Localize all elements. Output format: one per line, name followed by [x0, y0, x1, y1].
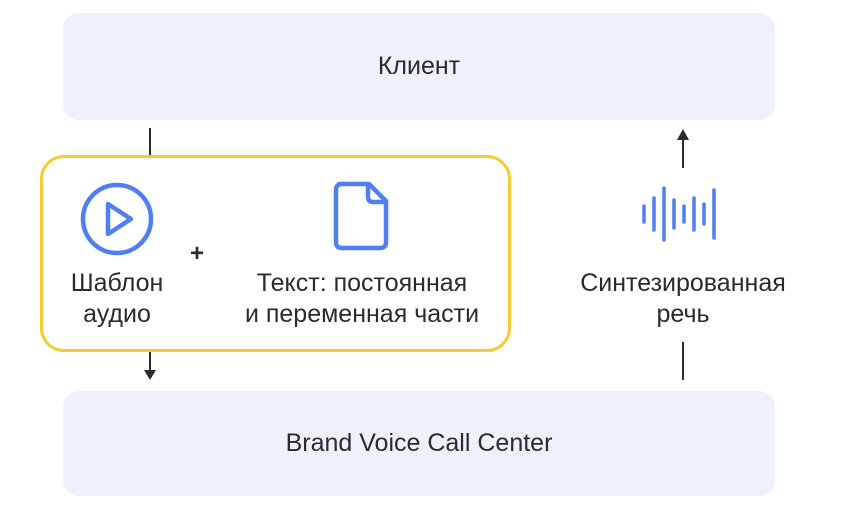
- call-center-label: Brand Voice Call Center: [285, 429, 553, 457]
- client-label: Клиент: [377, 52, 461, 80]
- text-part-line1: Текст: постоянная: [256, 269, 468, 297]
- audio-template-label: Шаблон аудио: [55, 268, 179, 330]
- synthesized-speech-label: Синтезированная речь: [560, 268, 806, 330]
- synthesized-speech-line1: Синтезированная: [580, 269, 786, 297]
- call-center-box: Brand Voice Call Center: [63, 391, 775, 496]
- plus-sign: +: [190, 240, 205, 267]
- sound-wave-icon: [642, 186, 716, 242]
- text-part-line2: и переменная части: [244, 300, 480, 328]
- audio-template-line1: Шаблон: [70, 269, 164, 297]
- down-arrowhead: [144, 370, 156, 380]
- up-arrowhead: [677, 129, 689, 140]
- client-box: Клиент: [63, 13, 775, 120]
- text-part-label: Текст: постоянная и переменная части: [232, 268, 492, 330]
- synthesized-speech-line2: речь: [656, 300, 710, 328]
- audio-template-line2: аудио: [83, 300, 151, 328]
- document-icon: [333, 181, 389, 251]
- play-circle-icon: [80, 182, 154, 256]
